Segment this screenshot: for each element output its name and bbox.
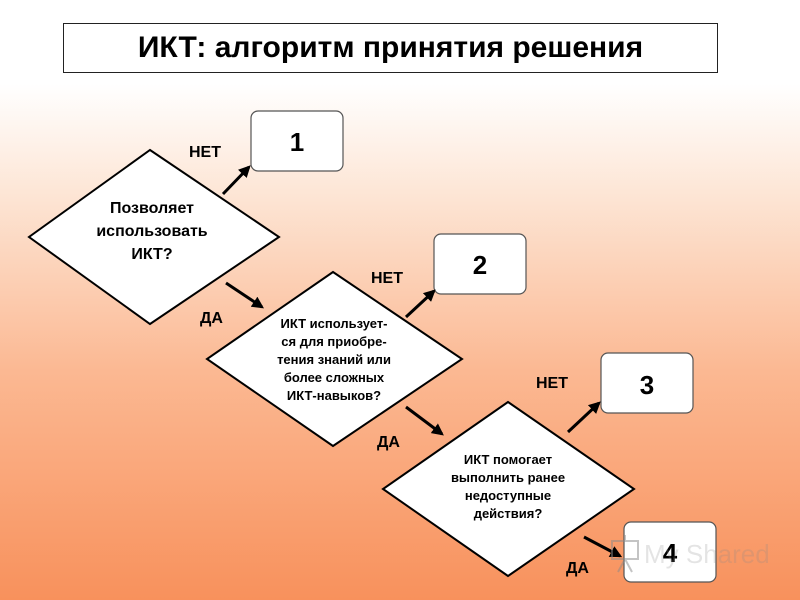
decision-2-line-1: ИКТ использует-	[280, 316, 387, 331]
result-label-3: 3	[640, 370, 654, 400]
decision-2-line-2: ся для приобре-	[281, 334, 386, 349]
decision-1-line-1: Позволяет	[110, 200, 194, 217]
decision-2-line-3: тения знаний или	[277, 352, 391, 367]
edge-label-no-1: НЕТ	[189, 144, 221, 161]
result-box-4: 4	[623, 521, 717, 583]
edge-label-no-3: НЕТ	[536, 375, 568, 392]
result-label-1: 1	[290, 127, 304, 157]
edge-label-yes-1: ДА	[200, 310, 223, 327]
edge-label-no-2: НЕТ	[371, 270, 403, 287]
arrow-no-2	[404, 289, 436, 319]
watermark: My Shared	[611, 535, 770, 573]
decision-3: ИКТ помогает выполнить ранее недоступные…	[381, 400, 636, 578]
page-title: ИКТ: алгоритм принятия решения	[137, 31, 644, 64]
watermark-text: My Shared	[644, 539, 770, 569]
edge-label-yes-2: ДА	[377, 434, 400, 451]
title-box: ИКТ: алгоритм принятия решения	[63, 23, 718, 73]
arrow-yes-2	[405, 405, 444, 436]
result-box-3: 3	[600, 352, 694, 414]
decision-1-line-2: использовать	[96, 223, 207, 240]
decision-3-line-2: выполнить ранее	[451, 470, 565, 485]
arrow-yes-3	[583, 535, 623, 558]
decision-3-line-3: недоступные	[465, 488, 551, 503]
arrow-no-3	[566, 401, 601, 434]
decision-3-line-4: действия?	[474, 506, 543, 521]
presentation-board-icon	[611, 535, 639, 573]
decision-2-line-5: ИКТ-навыков?	[287, 388, 381, 403]
decision-2: ИКТ использует- ся для приобре- тения зн…	[205, 270, 464, 448]
edge-label-yes-3: ДА	[566, 560, 589, 577]
decision-1: Позволяет использовать ИКТ?	[27, 148, 281, 326]
result-label-4: 4	[663, 538, 678, 568]
decision-1-line-3: ИКТ?	[131, 246, 172, 263]
decision-2-line-4: более сложных	[284, 370, 385, 385]
arrow-no-1	[221, 165, 251, 196]
result-box-2: 2	[433, 233, 527, 295]
result-box-1: 1	[250, 110, 344, 172]
result-label-2: 2	[473, 250, 487, 280]
decision-3-line-1: ИКТ помогает	[464, 452, 552, 467]
arrow-yes-1	[225, 281, 264, 309]
